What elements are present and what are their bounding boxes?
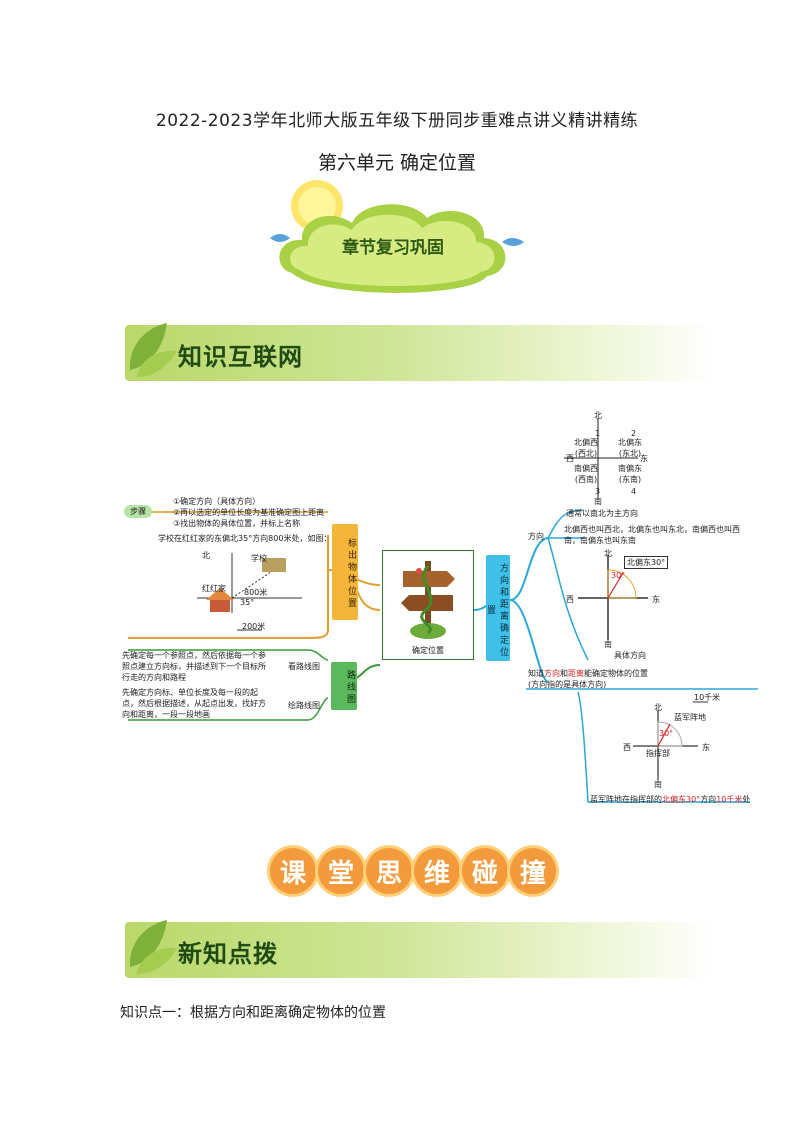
know-red-direction: 方向 [544, 669, 560, 678]
know-red-distance: 距离 [568, 669, 584, 678]
compass-top-north: 北 [594, 411, 602, 420]
compass-top-q1: 北偏西(西北) [574, 438, 598, 458]
specific-direction-label: 具体方向 [614, 651, 646, 660]
step-2: ②再以选定的单位长度为基准确定图上距离 [173, 508, 325, 517]
steps-label: 步骤 [124, 505, 152, 518]
final-text-3: 处 [742, 795, 751, 804]
final-red-distance: 10千米 [716, 795, 743, 804]
map-home-label: 红红家 [202, 584, 226, 593]
unit-title: 第六单元 确定位置 [317, 152, 477, 174]
final-text-1: 蓝军阵地在指挥部的 [590, 795, 662, 804]
classroom-banner: 课 堂 思 维 碰 [270, 848, 530, 898]
compass-bot-base: 蓝军阵地 [674, 713, 706, 722]
compass-bot-south: 南 [654, 780, 662, 789]
final-red-direction: 北偏东30° [662, 795, 701, 804]
compass-top-num3: 3 [595, 487, 601, 496]
know-direction-distance-text: 知道方向和距离能确定物体的位置(方向指的是具体方向) [528, 668, 648, 690]
compass-top-west: 西 [566, 454, 574, 463]
final-example-text: 蓝军阵地在指挥部的北偏东30°方向10千米处 [590, 794, 750, 805]
classroom-char-5: 碰 [462, 848, 508, 894]
compass-top-q2: 北偏东(东北) [618, 438, 642, 458]
compass-top-num2: 2 [631, 429, 637, 438]
signpost-icon [401, 561, 455, 639]
branch-route-map: 路线图 [331, 662, 357, 710]
aliases-text: 北偏西也叫西北，北偏东也叫东北，南偏西也叫西南，南偏东也叫东南 [564, 525, 740, 545]
map-school-label: 学校 [251, 554, 267, 563]
knowledge-point-heading: 知识点一：根据方向和距离确定物体的位置 [120, 1005, 386, 1021]
branch-mark-position: 标出物体位置 [332, 524, 358, 620]
school-map [197, 553, 302, 631]
usual-north-text: 通常以南北为主方向 [566, 509, 638, 518]
classroom-char-6: 撞 [510, 848, 556, 894]
mindmap: 步骤 ①确定方向（具体方向） ②再以选定的单位长度为基准确定图上距离 ③找出物体… [118, 410, 758, 810]
section-title-new-knowledge: 新知点拨 [178, 940, 278, 968]
know-text-2: 和 [560, 669, 568, 678]
center-node: 确定位置 [382, 550, 474, 660]
compass-mid-east: 东 [652, 595, 660, 604]
read-route-text: 先确定每一个参照点，然后依据每一个参照点建立方向标，并描述到下一个目标所行走的方… [122, 651, 266, 682]
compass-mid-angle: 30° [611, 571, 626, 580]
direction-label: 方向 [528, 532, 544, 541]
compass-top-south: 南 [594, 497, 602, 506]
center-node-label: 确定位置 [412, 646, 444, 655]
compass-bot-scale: 10千米 [694, 693, 721, 702]
draw-route-label: 绘路线图 [288, 701, 320, 710]
map-scale-label: 200米 [242, 622, 266, 631]
compass-top-east: 东 [640, 454, 648, 463]
compass-bot-angle: 30° [659, 729, 674, 738]
document-title: 2022-2023学年北师大版五年级下册同步重难点讲义精讲精练 [155, 111, 639, 131]
classroom-char-1: 课 [270, 848, 316, 894]
leaf-decoration-icon [129, 323, 177, 377]
chapter-badge: 章节复习巩固 [262, 178, 532, 302]
branch-direction-distance: 方向和距离确定位置 [485, 555, 510, 661]
compass-top-num1: 1 [595, 429, 601, 438]
compass-mid-west: 西 [566, 595, 574, 604]
read-route-label: 看路线图 [288, 662, 320, 671]
chapter-badge-label: 章节复习巩固 [342, 238, 444, 258]
map-north-label: 北 [202, 551, 210, 560]
map-angle-label: 35° [240, 598, 255, 607]
draw-route-text: 先确定方向标、单位长度及每一段的起点，然后根据描述，从起点出发，找好方向和距离，… [122, 688, 266, 719]
compass-bot-east: 东 [702, 743, 710, 752]
classroom-char-2: 堂 [318, 848, 364, 894]
compass-bot-west: 西 [623, 743, 631, 752]
step-3: ③找出物体的具体位置，并标上名称 [173, 519, 301, 528]
sun-cloud-icon [270, 180, 524, 293]
know-text-3: 能确定物体的位置(方向指的是具体方向) [528, 669, 648, 689]
step-1: ①确定方向（具体方向） [173, 497, 261, 506]
classroom-char-4: 维 [414, 848, 460, 894]
compass-top-q3: 南偏西(西南) [574, 464, 598, 484]
compass-mid-tag: 北偏东30° [624, 556, 669, 569]
compass-top-q4: 南偏东(东南) [618, 464, 642, 484]
compass-mid-south: 南 [604, 640, 612, 649]
section-title-network: 知识互联网 [178, 343, 303, 371]
final-text-2: 方向 [700, 795, 717, 804]
compass-bot-north: 北 [654, 703, 662, 712]
map-distance-label: 800米 [244, 588, 268, 597]
compass-bot-hq: 指挥部 [646, 749, 670, 758]
example-text: 学校在红红家的东偏北35°方向800米处，如图： [158, 534, 332, 543]
know-text-1: 知道 [528, 669, 544, 678]
leaf-decoration-icon [129, 920, 177, 974]
classroom-char-3: 思 [366, 848, 412, 894]
compass-top-num4: 4 [631, 487, 637, 496]
compass-mid-north: 北 [604, 549, 612, 558]
section-banner-network [125, 325, 715, 381]
section-banner-new-knowledge [125, 922, 715, 978]
